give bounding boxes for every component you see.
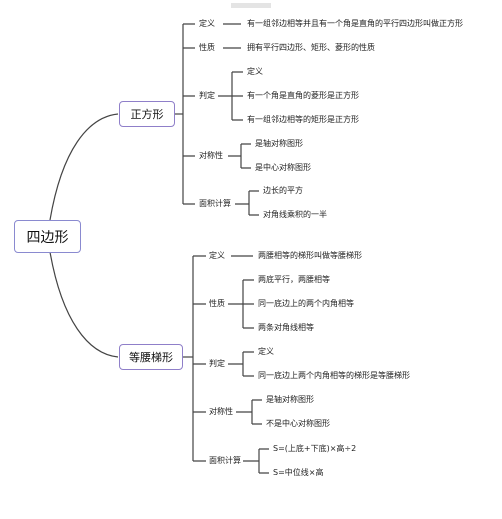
square-definition-label[interactable]: 定义 <box>199 19 215 28</box>
root-label: 四边形 <box>26 229 69 246</box>
trapezoid-definition-label[interactable]: 定义 <box>209 251 225 260</box>
branch-trapezoid-label: 等腰梯形 <box>129 351 173 364</box>
trapezoid-property-item[interactable]: 两底平行，两腰相等 <box>258 275 330 284</box>
trapezoid-judgment-item[interactable]: 定义 <box>258 347 274 356</box>
square-judgment-item[interactable]: 有一组邻边相等的矩形是正方形 <box>247 115 359 124</box>
square-property-label[interactable]: 性质 <box>199 43 215 52</box>
square-symmetry-item[interactable]: 是轴对称图形 <box>255 139 303 148</box>
trapezoid-symmetry-label[interactable]: 对称性 <box>209 407 233 416</box>
square-area-item[interactable]: 边长的平方 <box>263 186 303 195</box>
branch-square-label: 正方形 <box>130 108 164 121</box>
trapezoid-area-item[interactable]: S=(上底+下底)×高÷2 <box>273 444 357 453</box>
trapezoid-definition-text[interactable]: 两腰相等的梯形叫做等腰梯形 <box>258 251 362 260</box>
edge-root-branch2 <box>49 251 119 358</box>
branch-isosceles-trapezoid[interactable]: 等腰梯形 <box>119 344 183 370</box>
square-property-text[interactable]: 拥有平行四边形、矩形、菱形的性质 <box>247 43 375 52</box>
edge-root-branch1 <box>49 113 119 221</box>
trapezoid-symmetry-item[interactable]: 是轴对称图形 <box>266 395 314 404</box>
square-symmetry-item[interactable]: 是中心对称图形 <box>255 163 311 172</box>
trapezoid-property-item[interactable]: 两条对角线相等 <box>258 323 314 332</box>
square-judgment-label[interactable]: 判定 <box>199 91 215 100</box>
root-node[interactable]: 四边形 <box>14 220 81 253</box>
watermark-strip <box>231 3 271 8</box>
trapezoid-judgment-item[interactable]: 同一底边上两个内角相等的梯形是等腰梯形 <box>258 371 410 380</box>
branch-square[interactable]: 正方形 <box>119 101 175 127</box>
trapezoid-area-label[interactable]: 面积计算 <box>209 456 241 465</box>
trapezoid-property-label[interactable]: 性质 <box>209 299 225 308</box>
trapezoid-symmetry-item[interactable]: 不是中心对称图形 <box>266 419 330 428</box>
square-judgment-item[interactable]: 定义 <box>247 67 263 76</box>
square-area-item[interactable]: 对角线乘积的一半 <box>263 210 327 219</box>
trapezoid-judgment-label[interactable]: 判定 <box>209 359 225 368</box>
square-judgment-item[interactable]: 有一个角是直角的菱形是正方形 <box>247 91 359 100</box>
square-definition-text[interactable]: 有一组邻边相等并且有一个角是直角的平行四边形叫做正方形 <box>247 19 463 28</box>
trapezoid-property-item[interactable]: 同一底边上的两个内角相等 <box>258 299 354 308</box>
square-symmetry-label[interactable]: 对称性 <box>199 151 223 160</box>
square-area-label[interactable]: 面积计算 <box>199 199 231 208</box>
trapezoid-area-item[interactable]: S=中位线×高 <box>273 468 324 477</box>
